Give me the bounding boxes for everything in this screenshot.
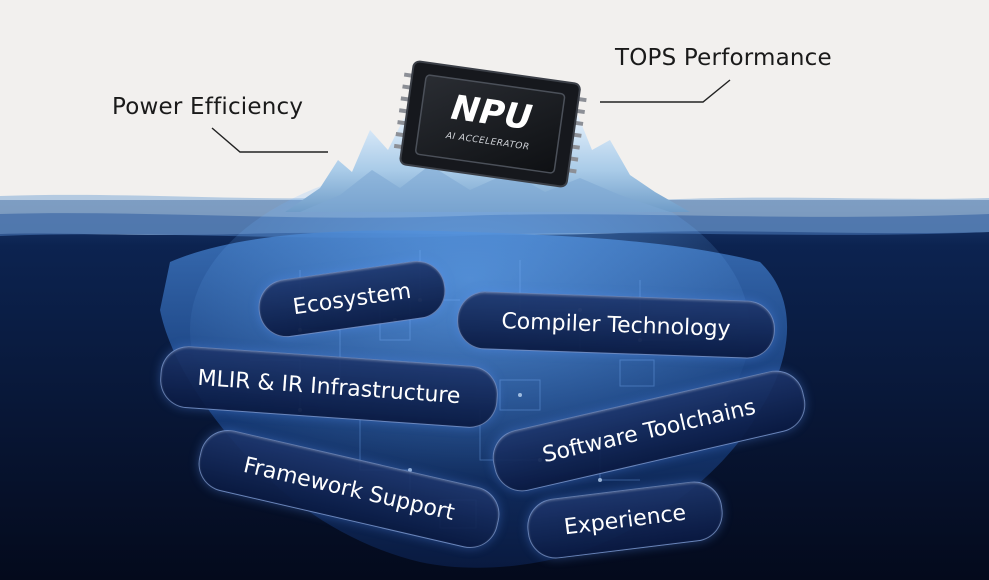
- callout-power-efficiency: Power Efficiency: [112, 94, 304, 120]
- callout-tops-performance: TOPS Performance: [615, 45, 832, 71]
- pill-compiler-technology: Compiler Technology: [456, 290, 776, 360]
- callout-line-right: [600, 79, 731, 103]
- iceberg-tip-shadow: [300, 165, 670, 212]
- chip-face: [415, 74, 566, 174]
- callout-line-left: [211, 127, 328, 153]
- npu-chip: NPU AI ACCELERATOR: [393, 60, 587, 188]
